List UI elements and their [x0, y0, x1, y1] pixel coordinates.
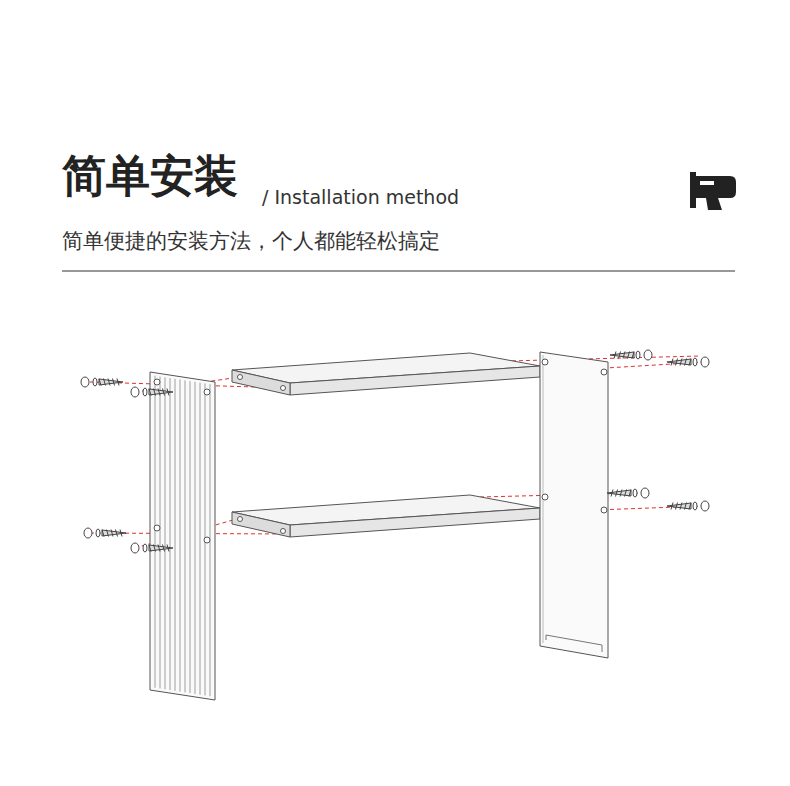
bottom-shelf — [232, 495, 540, 537]
panel-stripe — [185, 380, 186, 692]
screw — [607, 488, 649, 498]
panel-stripe — [170, 378, 171, 690]
screw — [131, 543, 173, 553]
right-panel — [540, 352, 608, 658]
tagline: 简单便捷的安装方法，个人都能轻松搞定 — [62, 229, 440, 254]
screw — [84, 528, 126, 538]
screws — [81, 350, 709, 553]
panel-stripe — [180, 380, 181, 692]
screw — [667, 501, 709, 511]
top-shelf — [232, 353, 540, 395]
screw — [81, 377, 123, 387]
divider-line — [62, 271, 735, 272]
panel-stripe — [175, 379, 176, 691]
screw — [667, 357, 709, 367]
panel-stripe — [155, 376, 156, 688]
drill-icon — [690, 172, 736, 210]
screw — [610, 350, 652, 360]
panel-stripe — [200, 383, 201, 695]
english-subtitle: / Installation method — [262, 186, 459, 209]
panel-stripe — [160, 377, 161, 689]
panel-stripe — [195, 382, 196, 694]
left-panel — [150, 372, 215, 700]
page-title: 简单安装 — [62, 150, 238, 203]
screw — [131, 387, 173, 397]
panel-stripe — [165, 377, 166, 689]
panel-stripe — [190, 381, 191, 693]
